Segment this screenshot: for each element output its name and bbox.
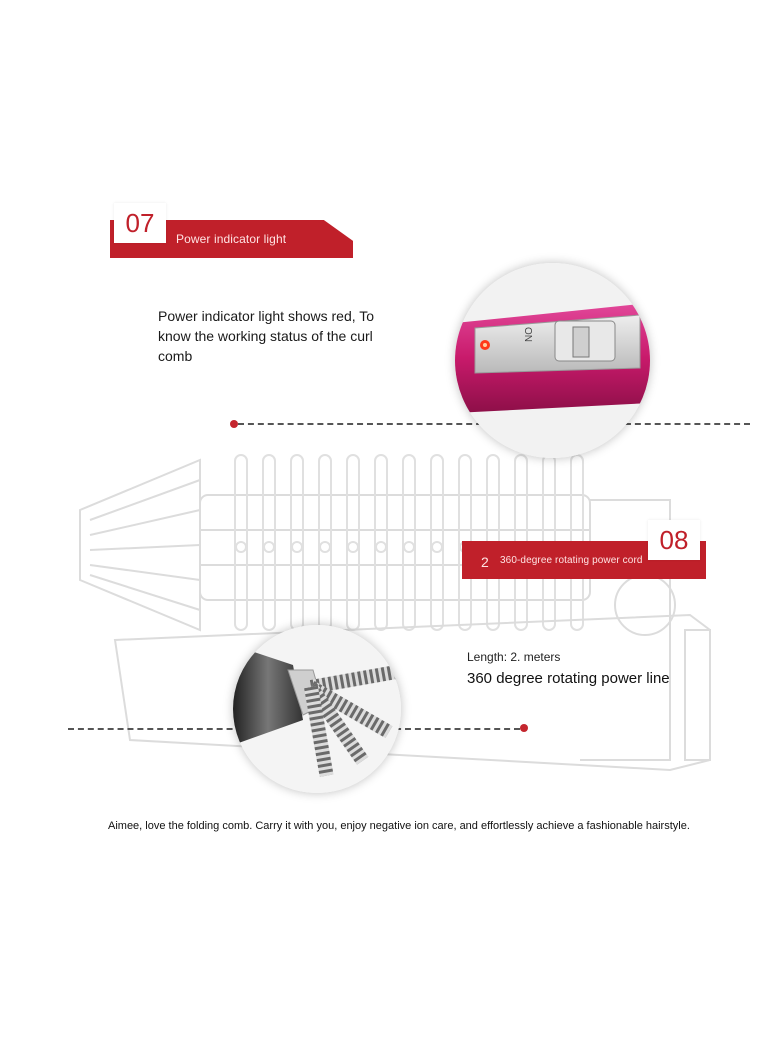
section-07-number: 07 (114, 203, 166, 243)
bristle (234, 454, 248, 631)
bristle (430, 454, 444, 631)
footer-caption: Aimee, love the folding comb. Carry it w… (108, 820, 690, 832)
section-07-description: Power indicator light shows red, To know… (158, 308, 375, 364)
power-indicator-closeup: ON (455, 263, 650, 458)
bristle-dot (263, 541, 275, 553)
bristle-dot (291, 541, 303, 553)
bristle-dot (235, 541, 247, 553)
bristle (402, 454, 416, 631)
dashed-line-dot-2 (520, 724, 528, 732)
power-cord-headline: 360 degree rotating power line (467, 670, 670, 687)
dashed-line-dot (230, 420, 238, 428)
power-cord-closeup (233, 625, 401, 793)
bristle-dot (375, 541, 387, 553)
bristle (262, 454, 276, 631)
bristle-dot (347, 541, 359, 553)
bristle-dot (319, 541, 331, 553)
bristle (374, 454, 388, 631)
on-switch-label: ON (522, 327, 533, 342)
bristle-dot (431, 541, 443, 553)
section-08-index: 2 (481, 554, 489, 570)
bristle-dot (403, 541, 415, 553)
section-08-title: 360-degree rotating power cord (500, 554, 643, 566)
section-08-number: 08 (648, 520, 700, 560)
section-07-title: Power indicator light (176, 232, 287, 246)
power-cord-length: Length: 2. meters (467, 650, 561, 664)
